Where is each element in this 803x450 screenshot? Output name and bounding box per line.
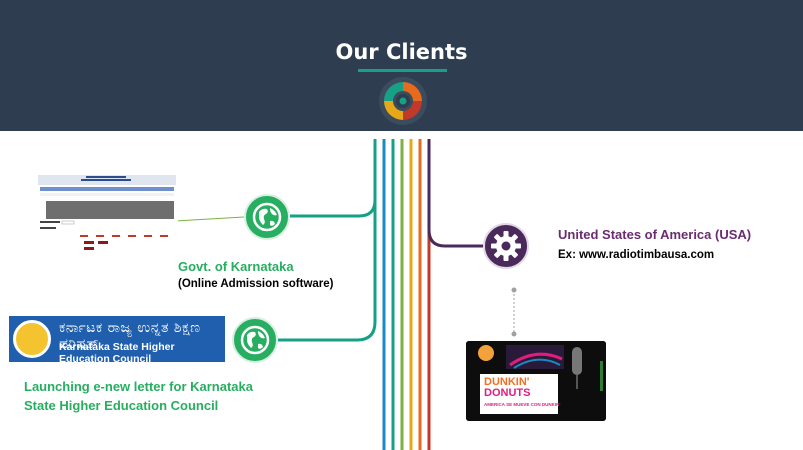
dunkin-logo: DUNKIN' DONUTS xyxy=(484,376,531,399)
client-govt-detail: (Online Admission software) xyxy=(178,278,334,290)
client-govt-name: Govt. of Karnataka xyxy=(178,259,294,274)
kshec-english-name: Karnataka State Higher Education Council xyxy=(59,341,175,365)
client-kshec-name-line2: State Higher Education Council xyxy=(24,398,219,413)
client-usa-detail: Ex: www.radiotimbausa.com xyxy=(558,249,715,261)
client-usa-name: United States of America (USA) xyxy=(558,227,752,242)
kshec-seal-icon xyxy=(13,320,51,358)
globe-icon xyxy=(232,317,278,363)
segmented-target-logo-icon xyxy=(379,77,427,125)
client-kshec-name-line1: Launching e-new letter for Karnataka xyxy=(24,379,253,394)
kshec-banner-thumbnail: ಕರ್ನಾಟಕ ರಾಜ್ಯ ಉನ್ನತ ಶಿಕ್ಷಣ ಪರಿಷತ್ Karnat… xyxy=(9,316,225,365)
kshec-kannada-name: ಕರ್ನಾಟಕ ರಾಜ್ಯ ಉನ್ನತ ಶಿಕ್ಷಣ ಪರಿಷತ್ xyxy=(59,320,201,352)
radio-station-thumbnail: DUNKIN' DONUTS AMERICA SE MUEVE CON DUNK… xyxy=(466,341,606,421)
dunkin-ad xyxy=(480,374,558,414)
admission-software-thumbnail xyxy=(36,169,178,253)
globe-icon xyxy=(244,194,290,240)
client-kshec-name: Launching e-new letter for Karnataka Sta… xyxy=(24,377,253,415)
dunkin-tagline: AMERICA SE MUEVE CON DUNKIN' xyxy=(484,402,561,407)
title-underline xyxy=(358,69,447,72)
page-title: Our Clients xyxy=(335,40,468,64)
gear-icon xyxy=(483,223,529,269)
